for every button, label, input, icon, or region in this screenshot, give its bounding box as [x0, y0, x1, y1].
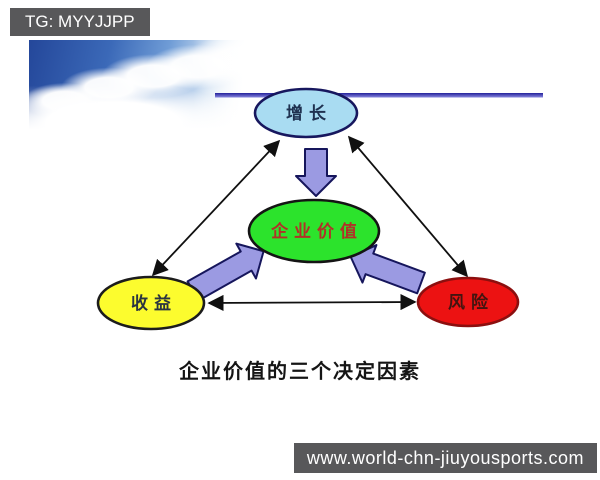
node-income-label: 收 益 — [131, 293, 171, 314]
node-risk — [416, 276, 520, 328]
arrow-growth-income — [151, 139, 281, 277]
diagram-caption: 企业价值的三个决定因素 — [179, 359, 421, 383]
node-growth-label: 增 长 — [286, 103, 327, 124]
tg-watermark-badge: TG: MYYJJPP — [10, 8, 150, 36]
node-risk-label: 风 险 — [448, 292, 489, 313]
node-enterprise-value — [247, 198, 381, 264]
horizontal-rule — [215, 93, 543, 98]
tg-watermark-text: TG: MYYJJPP — [25, 12, 135, 31]
block-arrow-growth-to-value — [295, 148, 337, 197]
site-watermark-text: www.world-chn-jiuyousports.com — [306, 448, 584, 468]
site-watermark-badge: www.world-chn-jiuyousports.com — [293, 443, 597, 473]
node-income — [96, 275, 206, 331]
node-enterprise-value-label: 企 业 价 值 — [270, 221, 357, 242]
arrow-growth-risk — [347, 135, 469, 278]
cloud-sky-image — [29, 40, 251, 135]
arrow-income-risk — [207, 293, 417, 312]
block-arrow-income-to-value — [186, 242, 265, 302]
node-growth — [253, 87, 359, 139]
